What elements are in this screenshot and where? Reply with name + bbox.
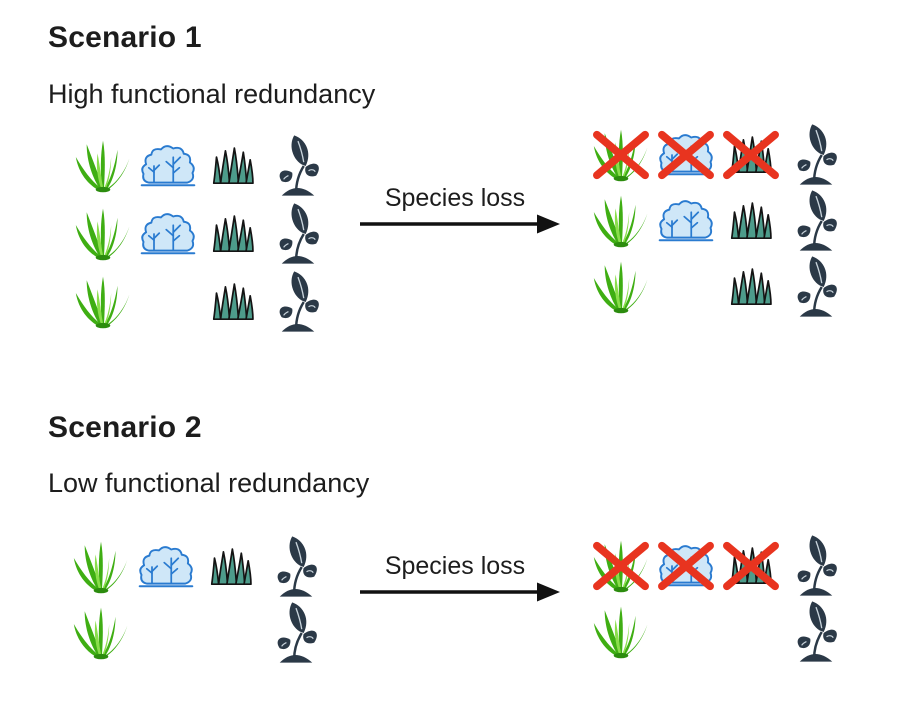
seedling-svg xyxy=(797,601,837,662)
seedling-icon xyxy=(783,188,848,254)
scenario-2-community-after xyxy=(588,533,848,665)
shrub-icon xyxy=(653,533,718,599)
seedling-icon xyxy=(263,534,328,600)
seedling-svg xyxy=(797,256,837,317)
empty-cell xyxy=(718,599,783,665)
seedling-svg xyxy=(279,135,319,196)
seedling-svg xyxy=(797,190,837,251)
scenario-1-subtitle: High functional redundancy xyxy=(48,79,376,109)
red-cross-icon xyxy=(653,533,718,599)
aloe-plant-svg xyxy=(73,541,127,594)
red-cross-svg xyxy=(592,541,649,591)
species-loss-label: Species loss xyxy=(384,552,526,580)
scenario-2-subtitle: Low functional redundancy xyxy=(48,468,370,498)
shrub-svg xyxy=(658,200,713,242)
red-cross-icon xyxy=(588,533,653,599)
seedling-svg xyxy=(279,271,319,332)
shrub-icon xyxy=(133,534,198,600)
red-cross-svg xyxy=(722,130,779,180)
seedling-icon xyxy=(783,599,848,665)
seedling-svg xyxy=(277,536,317,597)
aloe-icon xyxy=(68,600,133,666)
scenario-2-community-before xyxy=(68,534,328,666)
aloe-icon xyxy=(70,200,135,268)
red-cross-icon xyxy=(718,122,783,188)
seedling-svg xyxy=(797,124,837,185)
aloe-icon xyxy=(70,268,135,336)
aloe-icon xyxy=(70,132,135,200)
empty-cell xyxy=(653,254,718,320)
grass-tuft-svg xyxy=(730,202,772,240)
aloe-icon xyxy=(588,533,653,599)
shrub-svg xyxy=(140,145,195,187)
scenario-2-title: Scenario 2 xyxy=(48,411,202,444)
aloe-plant-svg xyxy=(593,261,647,314)
aloe-plant-svg xyxy=(593,606,647,659)
seedling-icon xyxy=(783,254,848,320)
empty-cell xyxy=(653,599,718,665)
grass-tuft-svg xyxy=(212,283,254,321)
aloe-plant-svg xyxy=(75,276,129,329)
empty-cell xyxy=(135,268,200,336)
scenario-1-community-after xyxy=(588,122,848,320)
aloe-icon xyxy=(588,188,653,254)
seedling-svg xyxy=(277,602,317,663)
scenario-2-species-loss-arrow: Species loss xyxy=(352,552,560,604)
grass-tuft-svg xyxy=(212,147,254,185)
aloe-icon xyxy=(68,534,133,600)
grass-icon xyxy=(718,188,783,254)
red-cross-svg xyxy=(657,541,714,591)
red-cross-icon xyxy=(588,122,653,188)
grass-icon xyxy=(718,254,783,320)
shrub-icon xyxy=(653,122,718,188)
red-cross-svg xyxy=(592,130,649,180)
grass-tuft-svg xyxy=(210,548,252,586)
shrub-svg xyxy=(138,546,193,588)
seedling-icon xyxy=(783,122,848,188)
aloe-plant-svg xyxy=(593,195,647,248)
grass-icon xyxy=(200,132,265,200)
scenario-1-title: Scenario 1 xyxy=(48,21,202,54)
grass-icon xyxy=(718,122,783,188)
aloe-plant-svg xyxy=(73,607,127,660)
red-cross-icon xyxy=(718,533,783,599)
aloe-plant-svg xyxy=(75,208,129,261)
aloe-icon xyxy=(588,254,653,320)
right-arrow-icon xyxy=(360,214,560,234)
shrub-icon xyxy=(135,200,200,268)
seedling-icon xyxy=(265,132,330,200)
grass-tuft-svg xyxy=(212,215,254,253)
shrub-icon xyxy=(135,132,200,200)
aloe-icon xyxy=(588,599,653,665)
red-cross-icon xyxy=(653,122,718,188)
grass-icon xyxy=(718,533,783,599)
grass-tuft-svg xyxy=(730,268,772,306)
red-cross-svg xyxy=(722,541,779,591)
seedling-icon xyxy=(265,268,330,336)
seedling-svg xyxy=(279,203,319,264)
right-arrow-icon xyxy=(360,582,560,602)
empty-cell xyxy=(198,600,263,666)
empty-cell xyxy=(133,600,198,666)
aloe-icon xyxy=(588,122,653,188)
seedling-icon xyxy=(265,200,330,268)
scenario-1-species-loss-arrow: Species loss xyxy=(352,184,560,236)
scenario-1-community-before xyxy=(70,132,330,336)
seedling-svg xyxy=(797,535,837,596)
grass-icon xyxy=(198,534,263,600)
shrub-svg xyxy=(140,213,195,255)
aloe-plant-svg xyxy=(75,140,129,193)
species-loss-label: Species loss xyxy=(384,184,526,212)
grass-icon xyxy=(200,268,265,336)
red-cross-svg xyxy=(657,130,714,180)
grass-icon xyxy=(200,200,265,268)
seedling-icon xyxy=(783,533,848,599)
seedling-icon xyxy=(263,600,328,666)
shrub-icon xyxy=(653,188,718,254)
